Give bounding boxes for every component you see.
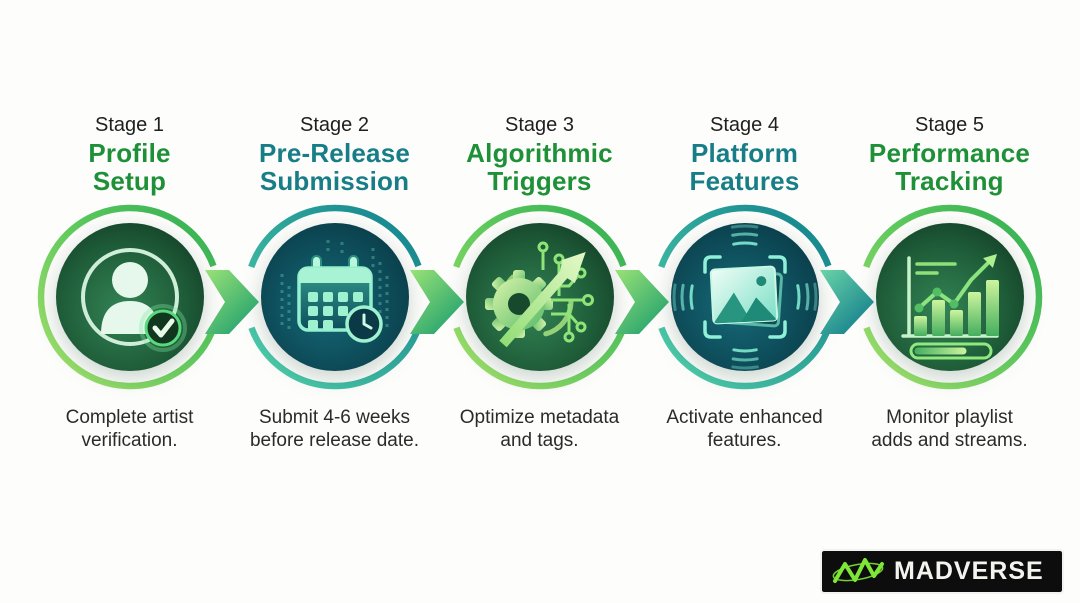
gear-growth-circuit-icon: [447, 204, 632, 390]
stage-3-title: Algorithmic Triggers: [466, 138, 613, 196]
stage-5-title: Performance Tracking: [868, 138, 1031, 196]
stage-5-badge: [857, 204, 1043, 390]
analytics-growth-chart-icon: [857, 204, 1042, 390]
stage-1-description: Complete artist verification.: [65, 407, 194, 451]
stage-4-label: Stage 4: [710, 114, 779, 136]
calendar-deadline-clock-icon: [242, 204, 427, 390]
stage-2-title: Pre-Release Submission: [258, 138, 411, 196]
connector-arrow-4-icon: [820, 270, 874, 334]
stage-3-badge: [447, 204, 633, 390]
artist-profile-verified-icon: [37, 204, 222, 390]
stage-4-description: Activate enhanced features.: [666, 407, 823, 451]
stage-4-badge: [652, 204, 838, 390]
stage-1-label: Stage 1: [95, 114, 164, 136]
stage-1-column: Stage 1 Profile Setup Complete artist ve…: [27, 114, 232, 452]
stage-2-description: Submit 4-6 weeks before release date.: [249, 407, 419, 451]
connector-arrow-3-icon: [615, 270, 669, 334]
madverse-logo: MADVERSE: [820, 549, 1064, 594]
stage-5-description: Monitor playlist adds and streams.: [871, 407, 1028, 451]
pipeline-stages-row: Stage 1 Profile Setup Complete artist ve…: [27, 114, 1052, 452]
stage-5-column: Stage 5 Performance Tracking: [847, 114, 1052, 452]
connector-arrow-2-icon: [410, 270, 464, 334]
connector-arrow-1-icon: [205, 270, 259, 334]
stage-3-description: Optimize metadata and tags.: [459, 407, 620, 451]
waveform-orbit-icon: [832, 557, 884, 583]
stage-3-column: Stage 3 Algorithmic Triggers: [437, 114, 642, 452]
stage-2-badge: [242, 204, 428, 390]
stage-5-label: Stage 5: [915, 114, 984, 136]
stage-2-column: Stage 2 Pre-Release Submission: [232, 114, 437, 452]
stage-4-column: Stage 4 Platform Features: [642, 114, 847, 452]
stage-3-label: Stage 3: [505, 114, 574, 136]
image-broadcast-ripples-icon: [652, 204, 837, 390]
stage-1-title: Profile Setup: [88, 138, 171, 196]
madverse-logo-text: MADVERSE: [894, 557, 1044, 585]
stage-4-title: Platform Features: [689, 138, 800, 196]
stage-2-label: Stage 2: [300, 114, 369, 136]
stage-1-badge: [37, 204, 223, 390]
